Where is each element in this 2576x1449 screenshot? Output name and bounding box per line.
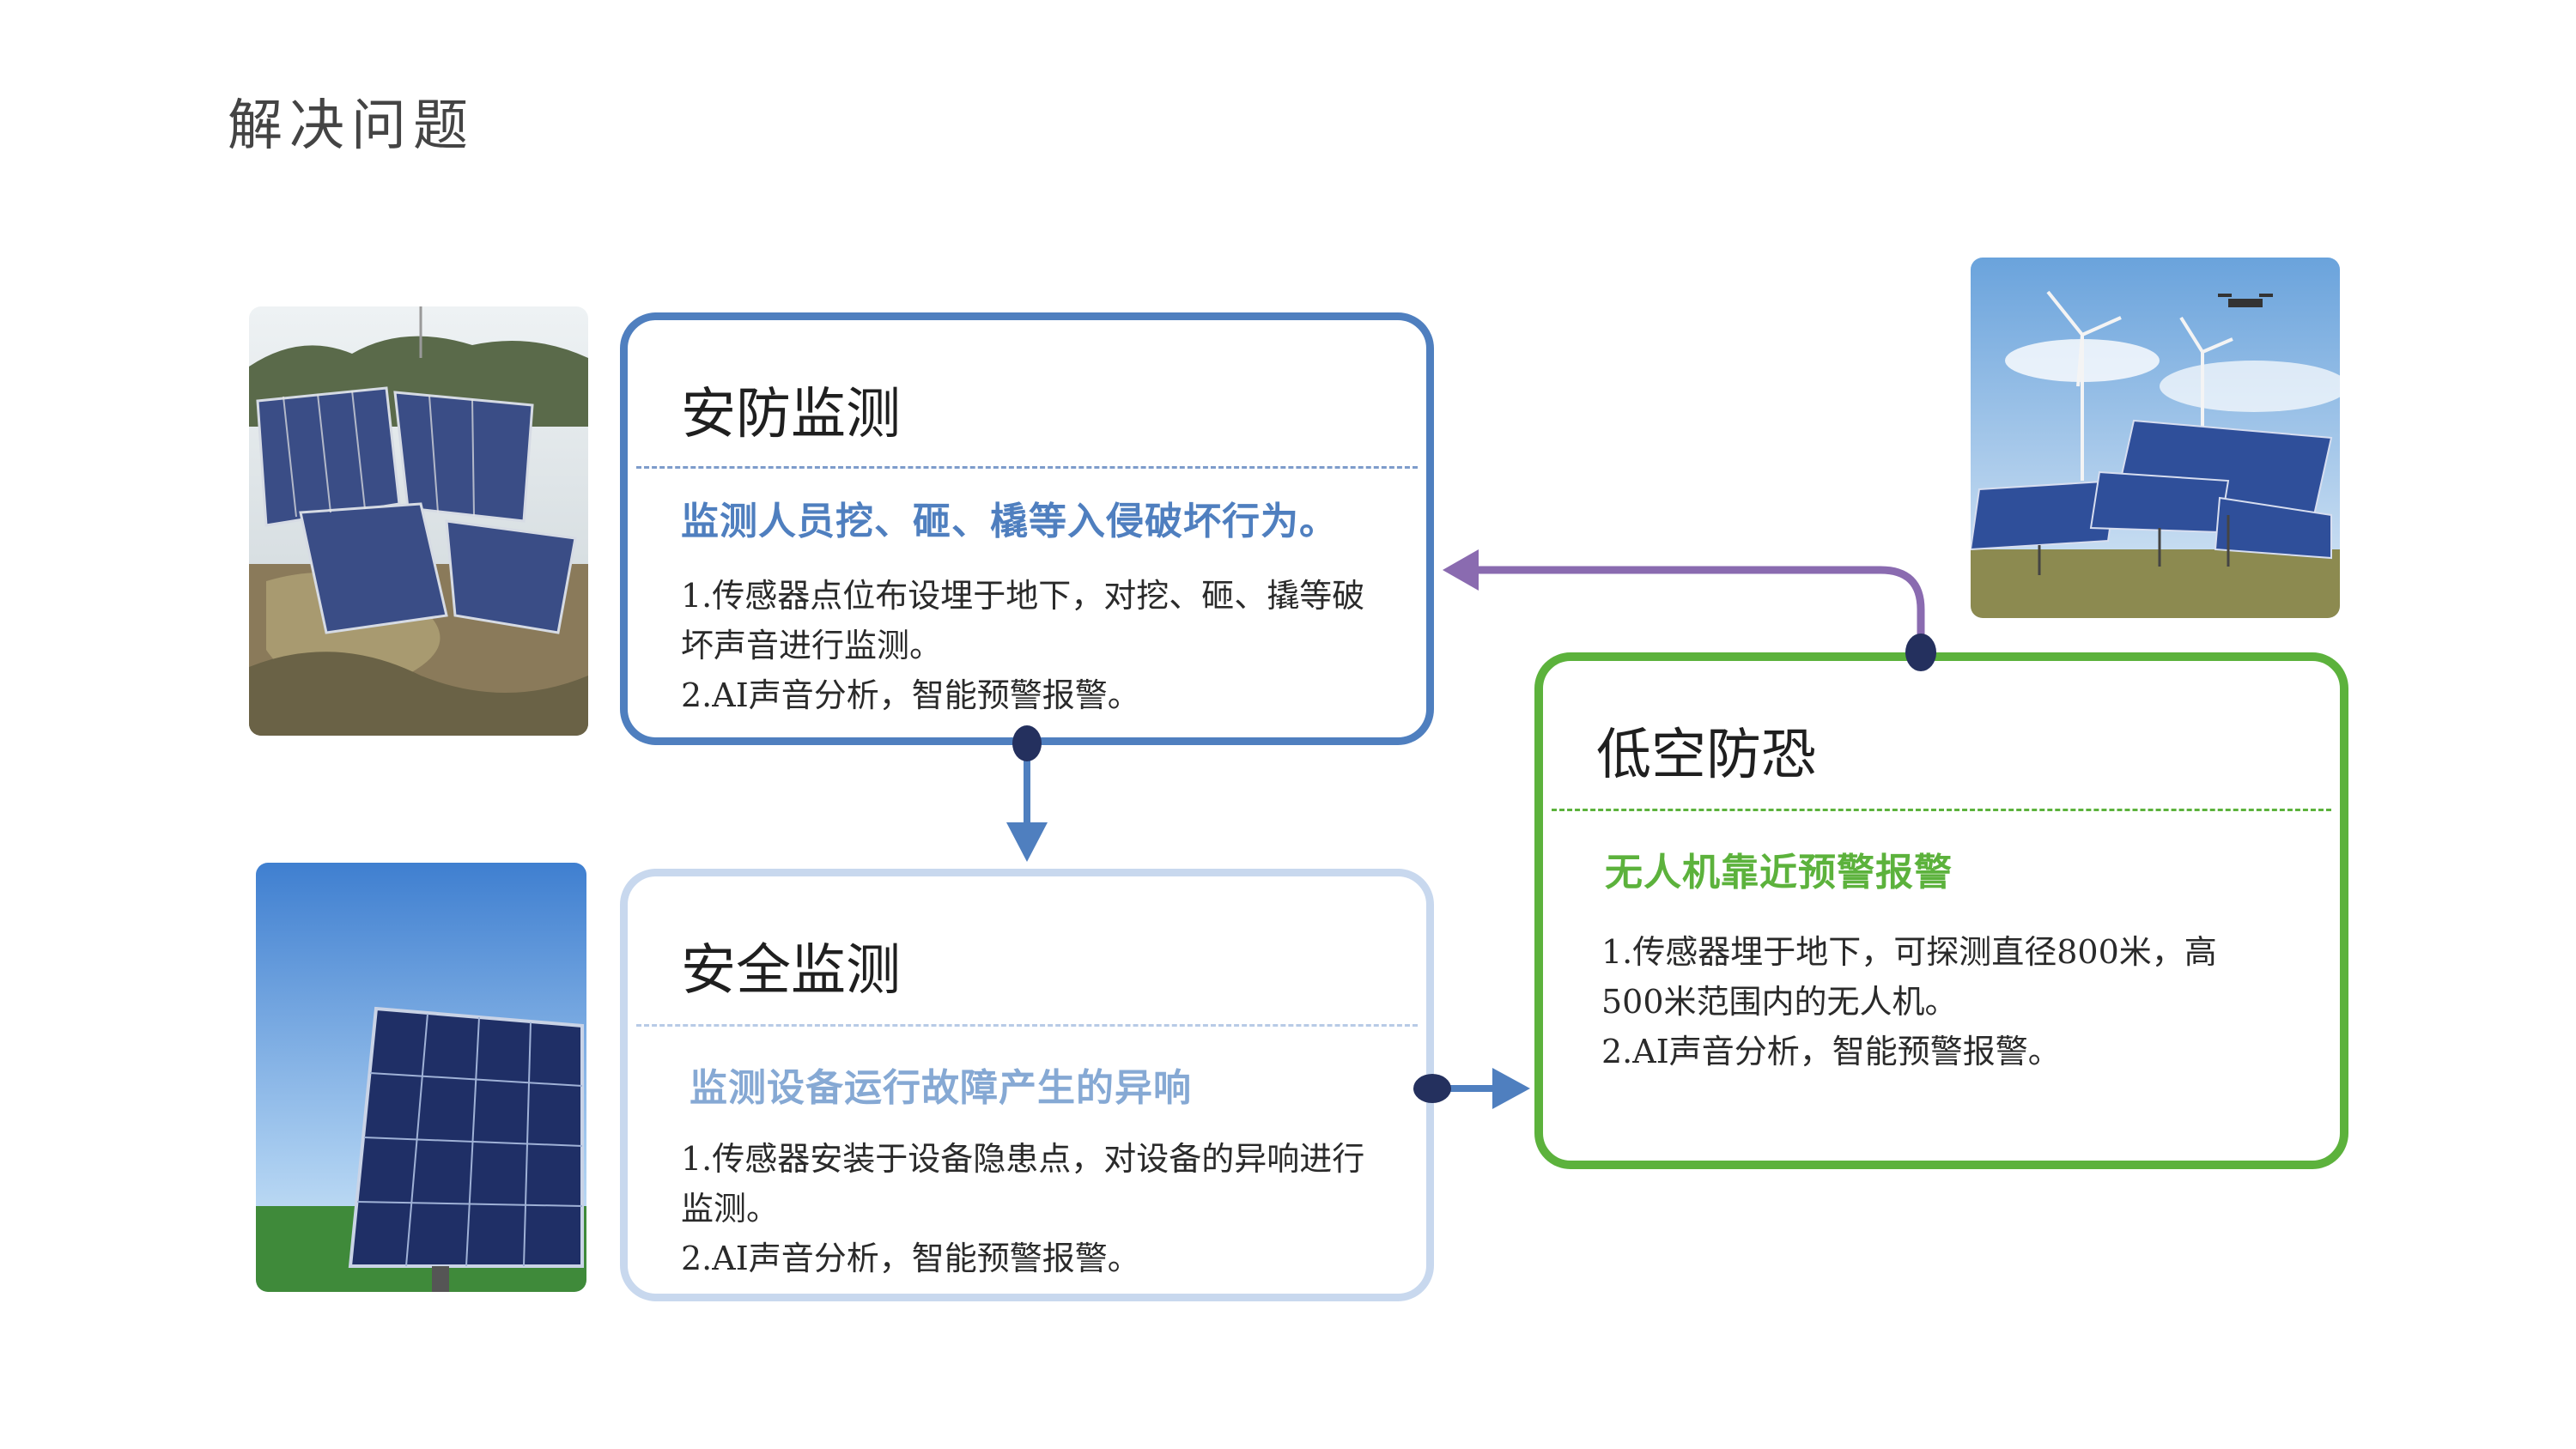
low-altitude-defense-card: 低空防恐 无人机靠近预警报警 1.传感器埋于地下，可探测直径800米，高500米… bbox=[1534, 652, 2348, 1169]
card-title: 安防监测 bbox=[681, 383, 901, 446]
page-title: 解决问题 bbox=[228, 94, 475, 158]
solar-farm-image bbox=[1971, 258, 2340, 618]
card-line: 1.传感器埋于地下，可探测直径800米，高500米范围内的无人机。 bbox=[1601, 933, 2217, 1021]
arrow-security-to-safety bbox=[1006, 725, 1048, 862]
card-divider bbox=[1552, 809, 2331, 811]
card-line: 2.AI声音分析，智能预警报警。 bbox=[681, 1240, 1140, 1277]
security-monitoring-card: 安防监测 监测人员挖、砸、橇等入侵破坏行为。 1.传感器点位布设埋于地下，对挖、… bbox=[620, 312, 1434, 745]
card-divider bbox=[636, 1024, 1418, 1027]
card-body: 1.传感器埋于地下，可探测直径800米，高500米范围内的无人机。 2.AI声音… bbox=[1601, 927, 2271, 1076]
card-subtitle: 无人机靠近预警报警 bbox=[1605, 851, 1953, 894]
damaged-solar-panels-image bbox=[249, 306, 588, 736]
card-line: 1.传感器点位布设埋于地下，对挖、砸、撬等破坏声音进行监测。 bbox=[681, 577, 1365, 664]
single-solar-panel-image bbox=[256, 863, 586, 1292]
card-line: 2.AI声音分析，智能预警报警。 bbox=[1601, 1033, 2061, 1070]
card-body: 1.传感器点位布设埋于地下，对挖、砸、撬等破坏声音进行监测。 2.AI声音分析，… bbox=[681, 571, 1383, 720]
card-line: 2.AI声音分析，智能预警报警。 bbox=[681, 676, 1140, 714]
card-title: 低空防恐 bbox=[1596, 724, 1816, 787]
card-divider bbox=[636, 466, 1418, 469]
card-title: 安全监测 bbox=[681, 939, 901, 1003]
card-line: 1.传感器安装于设备隐患点，对设备的异响进行监测。 bbox=[681, 1140, 1365, 1228]
card-subtitle: 监测设备运行故障产生的异响 bbox=[690, 1066, 1192, 1110]
card-subtitle: 监测人员挖、砸、橇等入侵破坏行为。 bbox=[681, 500, 1338, 543]
safety-monitoring-card: 安全监测 监测设备运行故障产生的异响 1.传感器安装于设备隐患点，对设备的异响进… bbox=[620, 869, 1434, 1301]
card-body: 1.传感器安装于设备隐患点，对设备的异响进行监测。 2.AI声音分析，智能预警报… bbox=[681, 1134, 1383, 1283]
